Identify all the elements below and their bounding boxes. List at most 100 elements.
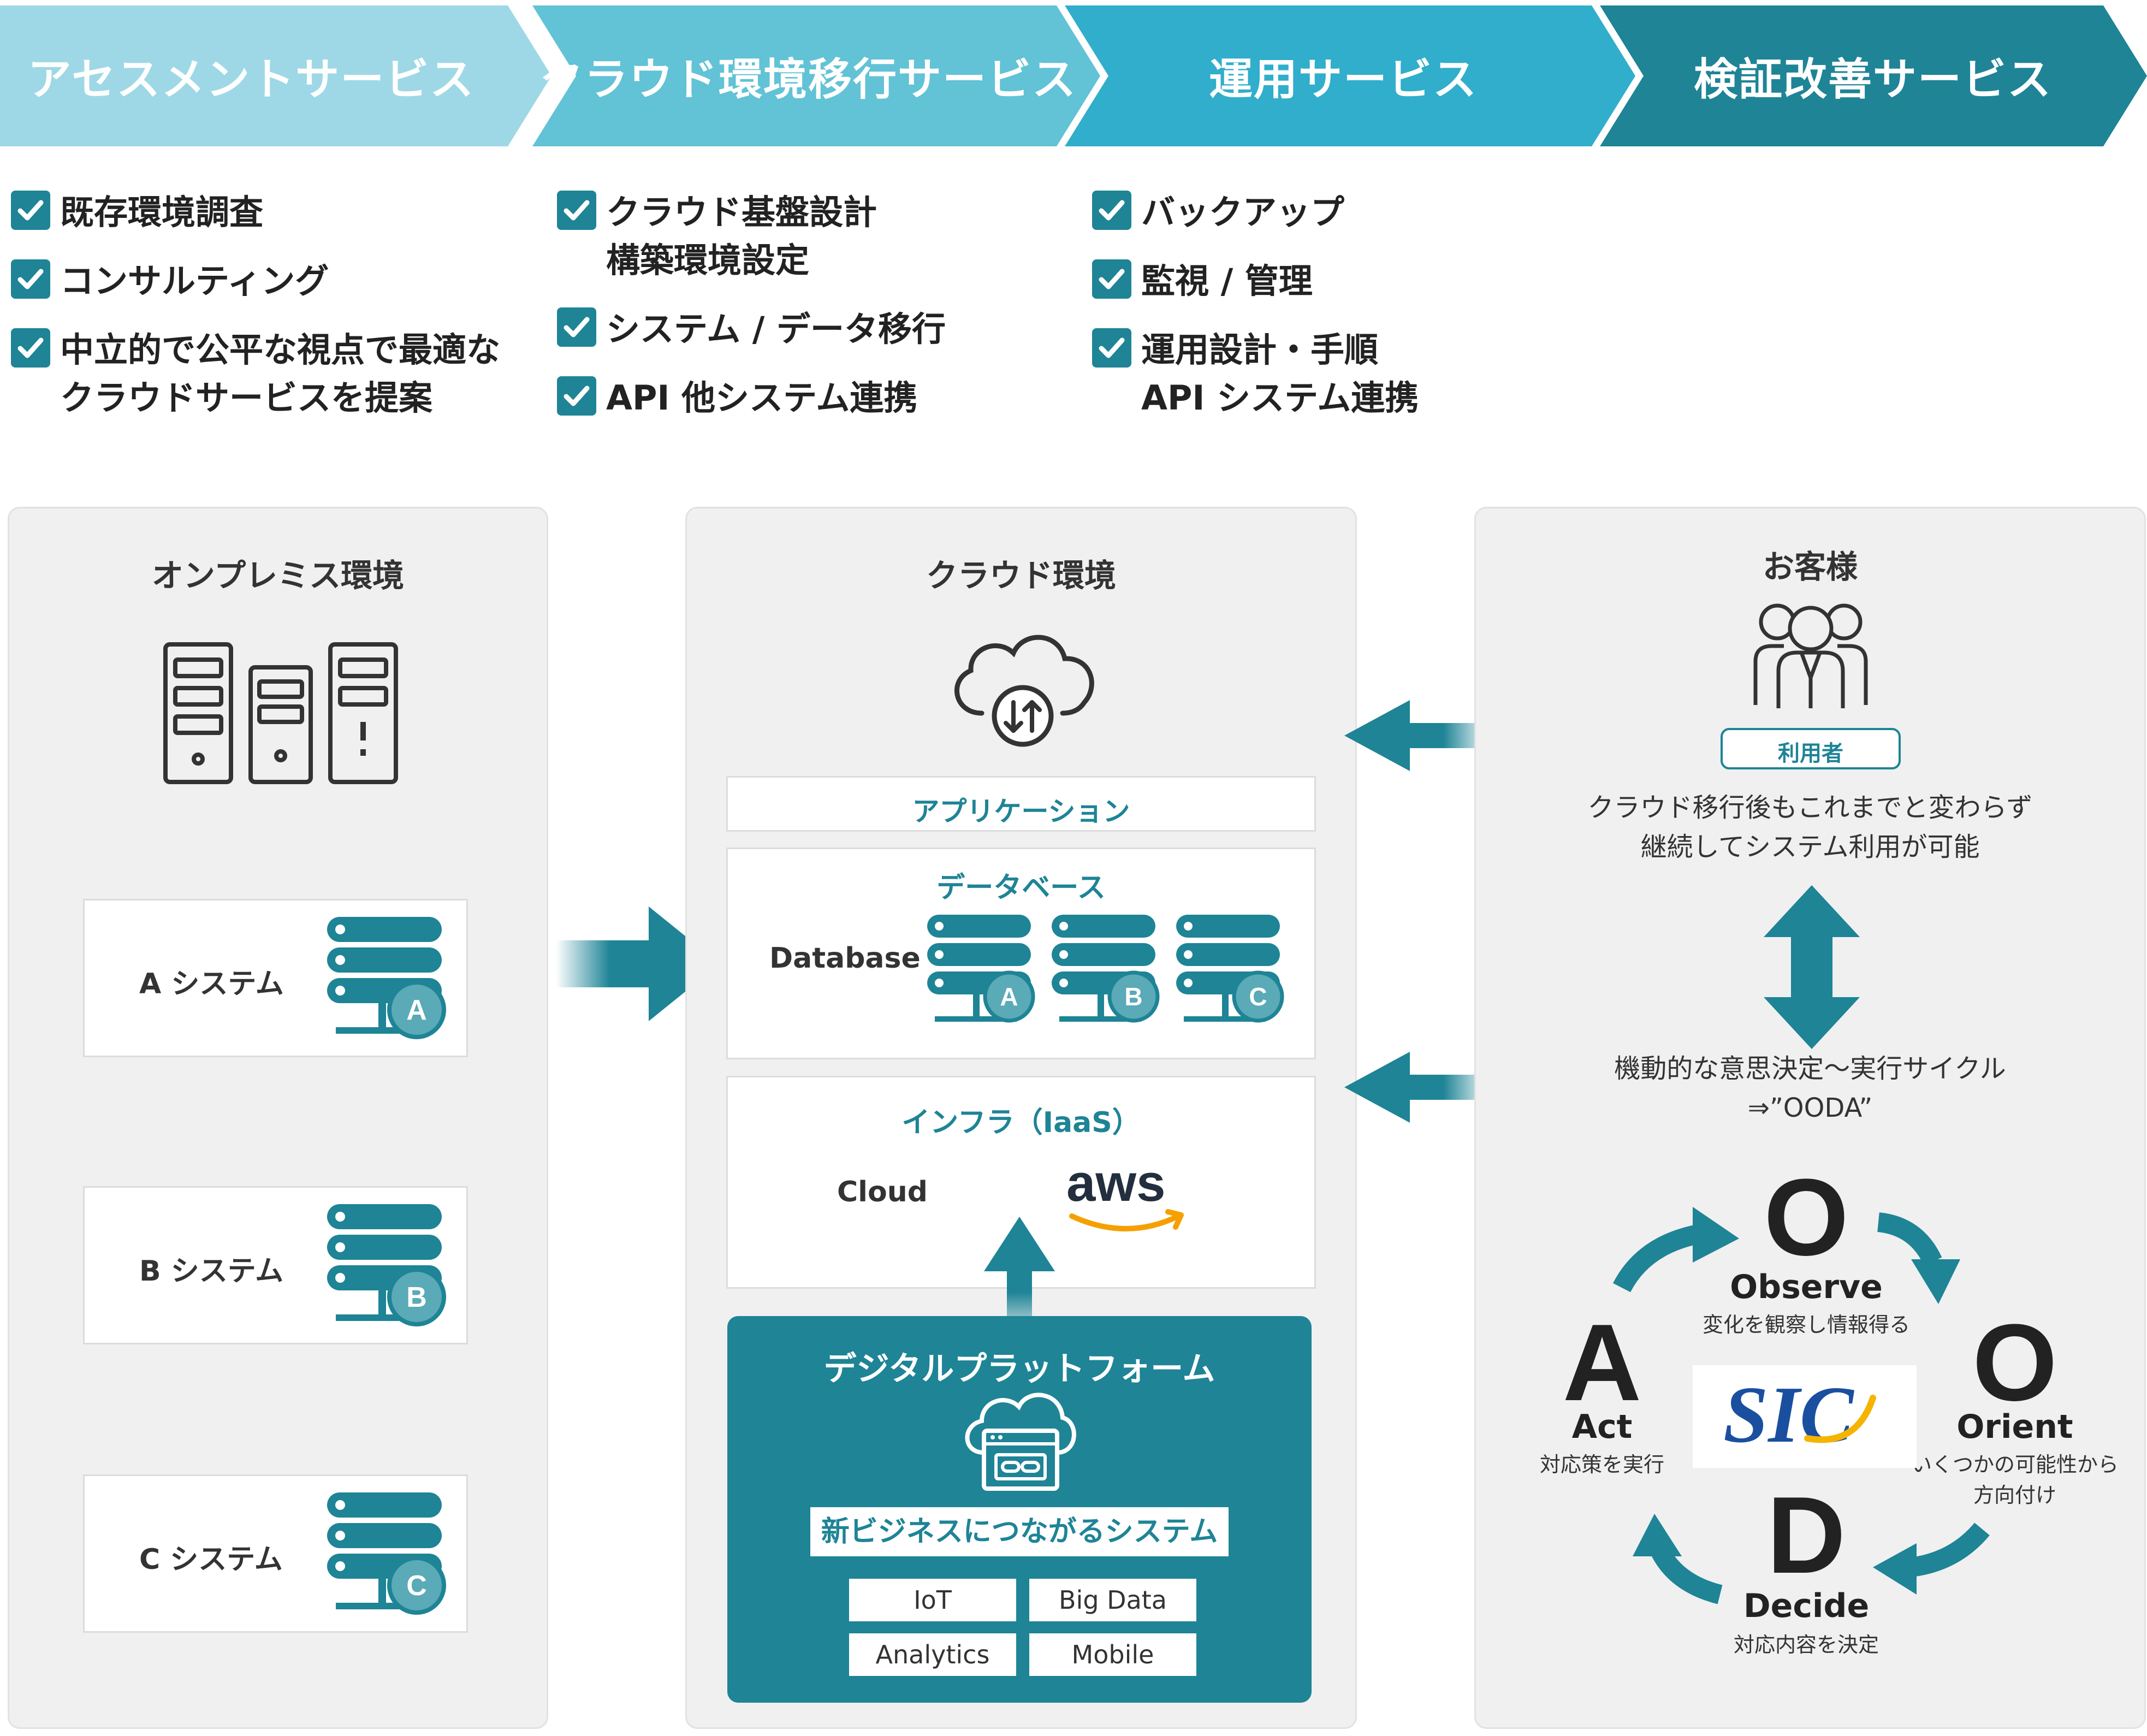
server-badge: B: [406, 1282, 427, 1313]
tag-iot: IoT: [847, 1577, 1018, 1623]
server-stack-icon: C: [327, 1492, 446, 1615]
double-arrow-vertical-icon: [1764, 885, 1860, 1049]
tag-analytics: Analytics: [847, 1632, 1018, 1678]
cycle-arrow-icon: [1651, 1546, 1723, 1604]
arrow-left-icon: [1344, 1052, 1491, 1123]
application-layer: アプリケーション: [726, 776, 1316, 832]
server-stack-icon: C: [1176, 915, 1284, 1023]
cycle-arrow-icon: [1612, 1224, 1700, 1293]
cycle-arrow-icon: [1877, 1212, 1942, 1266]
user-badge: 利用者: [1721, 728, 1901, 769]
chevron-assessment: [0, 5, 551, 146]
digital-platform: デジタルプラットフォーム 新ビジネスにつながるシステム IoT Big Data…: [727, 1316, 1312, 1703]
check-item-text: システム / データ移行: [606, 309, 946, 349]
ooda-observe-word: Observe: [1730, 1268, 1883, 1306]
ooda-orient-desc: いくつかの可能性から 方向付け: [1906, 1449, 2124, 1510]
customer-title: お客様: [1762, 548, 1858, 585]
cycle-line: ⇒”OODA”: [1747, 1093, 1873, 1123]
ooda-decide-word: Decide: [1743, 1587, 1870, 1625]
service-flow-chevrons: [0, 5, 2147, 146]
cycle-description: 機動的な意思決定〜実行サイクル ⇒”OODA”: [1476, 1049, 2144, 1128]
server-badge: B: [1124, 982, 1142, 1011]
server-badge: C: [1249, 982, 1267, 1011]
infra-title: インフラ（IaaS）: [901, 1106, 1141, 1139]
sic-logo: SIC: [1693, 1365, 1917, 1468]
application-label: アプリケーション: [912, 796, 1130, 827]
server-stack-icon: B: [1052, 915, 1160, 1023]
check-icon: [11, 328, 50, 368]
ooda-act-letter: A: [1562, 1302, 1642, 1424]
server-stack-icon: A: [327, 917, 446, 1039]
onprem-title: オンプレミス環境: [151, 557, 405, 594]
check-item-text: 監視 / 管理: [1141, 261, 1313, 301]
check-item: クラウド基盤設計 構築環境設定: [546, 188, 946, 285]
arrow-left-icon: [1344, 700, 1491, 771]
database-layer: データベース Database A B: [726, 848, 1316, 1059]
check-item: API 他システム連携: [546, 374, 946, 422]
check-icon: [1092, 328, 1131, 368]
check-item-text: クラウド基盤設計: [606, 192, 877, 232]
check-item: 中立的で公平な視点で最適な クラウドサービスを提案: [0, 326, 500, 422]
sic-logo-mark: SIC: [1723, 1370, 1876, 1460]
system-box-c: C システム C: [83, 1474, 468, 1633]
check-item: 運用設計・手順 API システム連携: [1081, 326, 1419, 422]
system-label: A システム: [139, 968, 284, 1000]
ooda-observe-desc: 変化を観察し情報得る: [1670, 1310, 1943, 1340]
check-item-text: API システム連携: [1141, 378, 1419, 418]
ooda-desc-line: 対応策を実行: [1539, 1453, 1664, 1477]
server-tower-icon: [163, 642, 398, 784]
check-icon: [557, 307, 596, 347]
ooda-desc-line: 方向付け: [1973, 1483, 2056, 1507]
ooda-desc-line: いくつかの可能性から: [1911, 1453, 2119, 1477]
check-item: 監視 / 管理: [1081, 257, 1419, 305]
cloud-browser-icon: [965, 1393, 1076, 1491]
step-improvement-label: 検証改善サービス: [1694, 54, 2052, 105]
ooda-cycle: [1612, 1207, 1990, 1604]
server-badge: C: [406, 1570, 427, 1602]
desc-line: 継続してシステム利用が可能: [1640, 832, 1980, 862]
database-title: データベース: [936, 872, 1106, 904]
database-label: Database: [769, 942, 921, 975]
digital-platform-title: デジタルプラットフォーム: [823, 1350, 1215, 1388]
cloud-title: クラウド環境: [926, 557, 1116, 594]
check-item-text: 既存環境調査: [60, 192, 264, 232]
ooda-orient-letter: O: [1972, 1302, 2057, 1424]
checklist-assessment: 既存環境調査 コンサルティング 中立的で公平な視点で最適な クラウドサービスを提…: [0, 188, 500, 422]
chevron-migration: [532, 5, 1100, 146]
check-item-text: 運用設計・手順: [1141, 330, 1379, 370]
user-badge-label: 利用者: [1778, 741, 1843, 766]
server-stack-icon: B: [327, 1204, 446, 1326]
check-item: コンサルティング: [0, 257, 500, 305]
customer-description: クラウド移行後もこれまでと変わらず 継続してシステム利用が可能: [1476, 788, 2144, 867]
server-badge: A: [406, 994, 427, 1026]
checklist-migration: クラウド基盤設計 構築環境設定 システム / データ移行 API 他システム連携: [546, 188, 946, 422]
check-item: バックアップ: [1081, 188, 1419, 236]
desc-line: クラウド移行後もこれまでと変わらず: [1587, 792, 2033, 823]
system-label: C システム: [139, 1543, 283, 1576]
infra-label: Cloud: [837, 1176, 928, 1208]
server-stack-icon: A: [927, 915, 1035, 1023]
check-icon: [1092, 191, 1131, 230]
arrow-up-icon: [984, 1217, 1055, 1331]
check-icon: [11, 259, 50, 299]
database-servers: A B C: [927, 915, 1284, 1023]
system-box-b: B システム B: [83, 1186, 468, 1344]
arrow-right-icon: [556, 906, 720, 1021]
check-item-text: 構築環境設定: [606, 240, 810, 280]
check-icon: [11, 191, 50, 230]
system-label: B システム: [139, 1255, 284, 1288]
step-migration-label: クラウド環境移行サービス: [539, 54, 1077, 105]
server-badge: A: [1000, 982, 1018, 1011]
check-item: 既存環境調査: [0, 188, 500, 236]
check-item-text: クラウドサービスを提案: [60, 378, 433, 418]
chevron-operation: [1065, 5, 1635, 146]
aws-logo-text: aws: [1066, 1154, 1165, 1212]
check-item-text: コンサルティング: [60, 261, 329, 301]
aws-logo: aws: [1066, 1154, 1184, 1231]
check-item-text: バックアップ: [1141, 192, 1345, 232]
cycle-line: 機動的な意思決定〜実行サイクル: [1614, 1053, 2006, 1084]
ooda-decide-desc: 対応内容を決定: [1670, 1630, 1943, 1660]
cloud-transfer-icon: [954, 635, 1094, 747]
system-box-a: A システム A: [83, 899, 468, 1057]
ooda-orient-word: Orient: [1956, 1408, 2073, 1446]
